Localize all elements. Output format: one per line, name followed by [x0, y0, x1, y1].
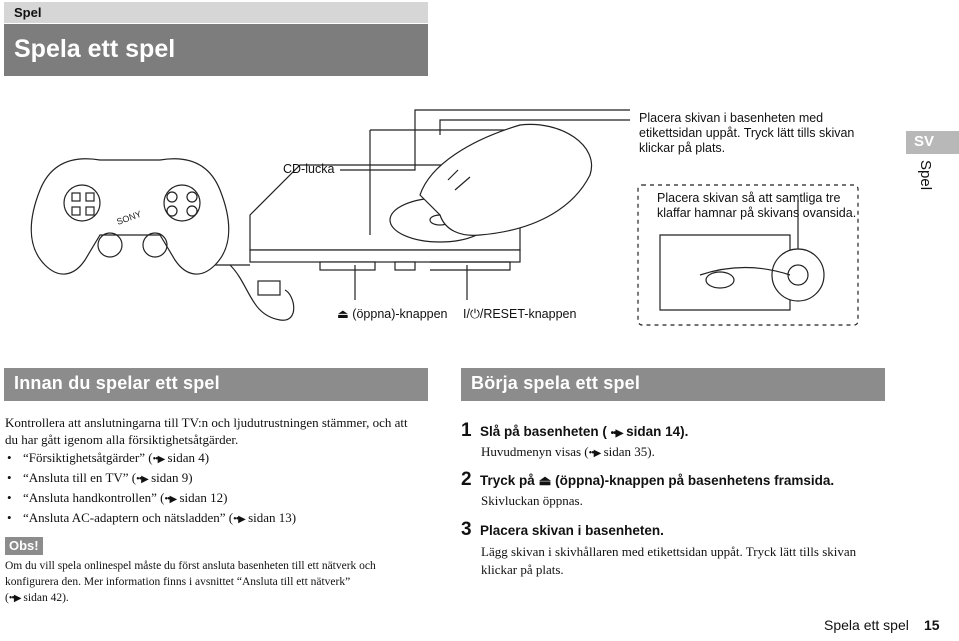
eject-icon: ⏏: [337, 307, 349, 321]
side-chapter-label: Spel: [908, 160, 938, 200]
label-open-text: (öppna)-knappen: [352, 307, 448, 321]
step-2: 2 Tryck på ⏏ (öppna)-knappen på basenhet…: [461, 469, 921, 509]
console-illustration: SONY: [30, 109, 859, 326]
page-ref-icon: ••▶: [610, 428, 624, 439]
page-ref-icon: ••▶: [152, 454, 166, 465]
callout-place-line: klickar på plats.: [639, 141, 726, 155]
step-number: 1: [461, 420, 472, 441]
callout-disc-tabs: Placera skivan så att samtliga tre klaff…: [657, 191, 877, 221]
label-reset-button: I/⏻/RESET-knappen: [463, 307, 576, 322]
step-title-text: Tryck på: [480, 473, 535, 488]
step-sub: Huvudmenyn visas (••▶ sidan 35).: [481, 444, 901, 460]
note-line: Om du vill spela onlinespel måste du för…: [5, 560, 376, 572]
page-ref-icon: ••▶: [233, 514, 246, 525]
intro-paragraph: Kontrollera att anslutningarna till TV:n…: [5, 414, 435, 448]
list-item-ref: sidan 9): [151, 470, 193, 485]
side-chapter-text: Spel: [917, 160, 934, 191]
page-ref-icon: ••▶: [8, 593, 22, 604]
step-number: 3: [461, 519, 472, 540]
page-title: Spela ett spel: [14, 35, 176, 63]
step-sub-text: Huvudmenyn visas (: [481, 444, 589, 459]
step-title: Slå på basenheten ( ••▶ sidan 14).: [480, 424, 688, 439]
page-ref-icon: ••▶: [164, 494, 178, 505]
step-3: 3 Placera skivan i basenheten. Lägg skiv…: [461, 519, 921, 579]
label-reset-text: /RESET-knappen: [479, 307, 577, 321]
section-tab: Spel: [4, 2, 428, 23]
section-heading: Innan du spelar ett spel: [14, 373, 220, 393]
step-sub-ref: sidan 35).: [603, 444, 655, 459]
callout-cd-cover: CD-lucka: [283, 162, 335, 176]
eject-icon: ⏏: [538, 473, 552, 488]
step-title-rest: (öppna)-knappen på basenhetens framsida.: [555, 473, 835, 488]
step-sub-line: klickar på plats.: [481, 562, 564, 577]
intro-line: du har gått igenom alla försiktighetsåtg…: [5, 432, 239, 447]
page-ref-icon: ••▶: [588, 448, 602, 459]
language-code: SV: [914, 133, 935, 150]
callout-place-line: etikettsidan uppåt. Tryck lätt tills ski…: [639, 126, 855, 140]
step-1: 1 Slå på basenheten ( ••▶ sidan 14). Huv…: [461, 420, 901, 460]
step-title: Placera skivan i basenheten.: [480, 523, 664, 538]
list-item-ref: sidan 12): [179, 490, 228, 505]
note-paren: (: [5, 592, 9, 604]
list-item-text: “Försiktighetsåtgärder” (: [23, 450, 153, 465]
note-label: Obs!: [9, 538, 39, 553]
callout-place-line: Placera skivan i basenheten med: [639, 111, 824, 125]
callout-tabs-line: Placera skivan så att samtliga tre: [657, 191, 841, 205]
list-item: “Ansluta handkontrollen” (••▶ sidan 12): [5, 488, 435, 508]
list-item: “Ansluta AC-adaptern och nätsladden” (••…: [5, 508, 435, 528]
language-badge: SV: [906, 131, 959, 154]
intro-line: Kontrollera att anslutningarna till TV:n…: [5, 415, 408, 430]
section-header-before: Innan du spelar ett spel: [4, 368, 428, 401]
step-sub: Lägg skivan i skivhållaren med etikettsi…: [481, 543, 921, 579]
note-text: Om du vill spela onlinespel måste du för…: [5, 558, 435, 607]
list-item-text: “Ansluta handkontrollen” (: [23, 490, 165, 505]
power-icon: I/⏻: [463, 307, 480, 321]
step-title-text: Slå på basenheten (: [480, 424, 607, 439]
callout-place-disc: Placera skivan i basenheten med etiketts…: [639, 111, 859, 156]
note-badge: Obs!: [5, 537, 43, 555]
step-title-ref: sidan 14).: [626, 424, 689, 439]
list-item-ref: sidan 4): [167, 450, 210, 465]
step-title: Tryck på ⏏ (öppna)-knappen på basenheten…: [480, 473, 834, 488]
step-sub: Skivluckan öppnas.: [481, 493, 583, 508]
callout-tabs-line: klaffar hamnar på skivans ovansida.: [657, 206, 857, 220]
list-item-ref: sidan 13): [248, 510, 297, 525]
note-line: (••▶ sidan 42).: [5, 590, 435, 607]
section-label: Spel: [14, 5, 42, 20]
label-open-button: ⏏ (öppna)-knappen: [337, 307, 448, 322]
step-number: 2: [461, 469, 472, 490]
page-ref-icon: ••▶: [136, 474, 149, 485]
step-sub-line: Lägg skivan i skivhållaren med etikettsi…: [481, 544, 857, 559]
list-item: “Ansluta till en TV” (••▶ sidan 9): [5, 468, 435, 488]
precaution-list: “Försiktighetsåtgärder” (••▶ sidan 4) “A…: [5, 448, 435, 528]
footer-section-title: Spela ett spel: [824, 617, 909, 633]
page-number: 15: [924, 617, 940, 633]
list-item-text: “Ansluta till en TV” (: [23, 470, 137, 485]
list-item: “Försiktighetsåtgärder” (••▶ sidan 4): [5, 448, 435, 468]
section-heading: Börja spela ett spel: [471, 373, 641, 393]
list-item-text: “Ansluta AC-adaptern och nätsladden” (: [23, 510, 234, 525]
note-line: konfigurera den. Mer information finns i…: [5, 576, 351, 588]
page-title-bar: Spela ett spel: [4, 24, 428, 76]
section-header-start: Börja spela ett spel: [461, 368, 885, 401]
note-ref: sidan 42).: [23, 592, 69, 604]
